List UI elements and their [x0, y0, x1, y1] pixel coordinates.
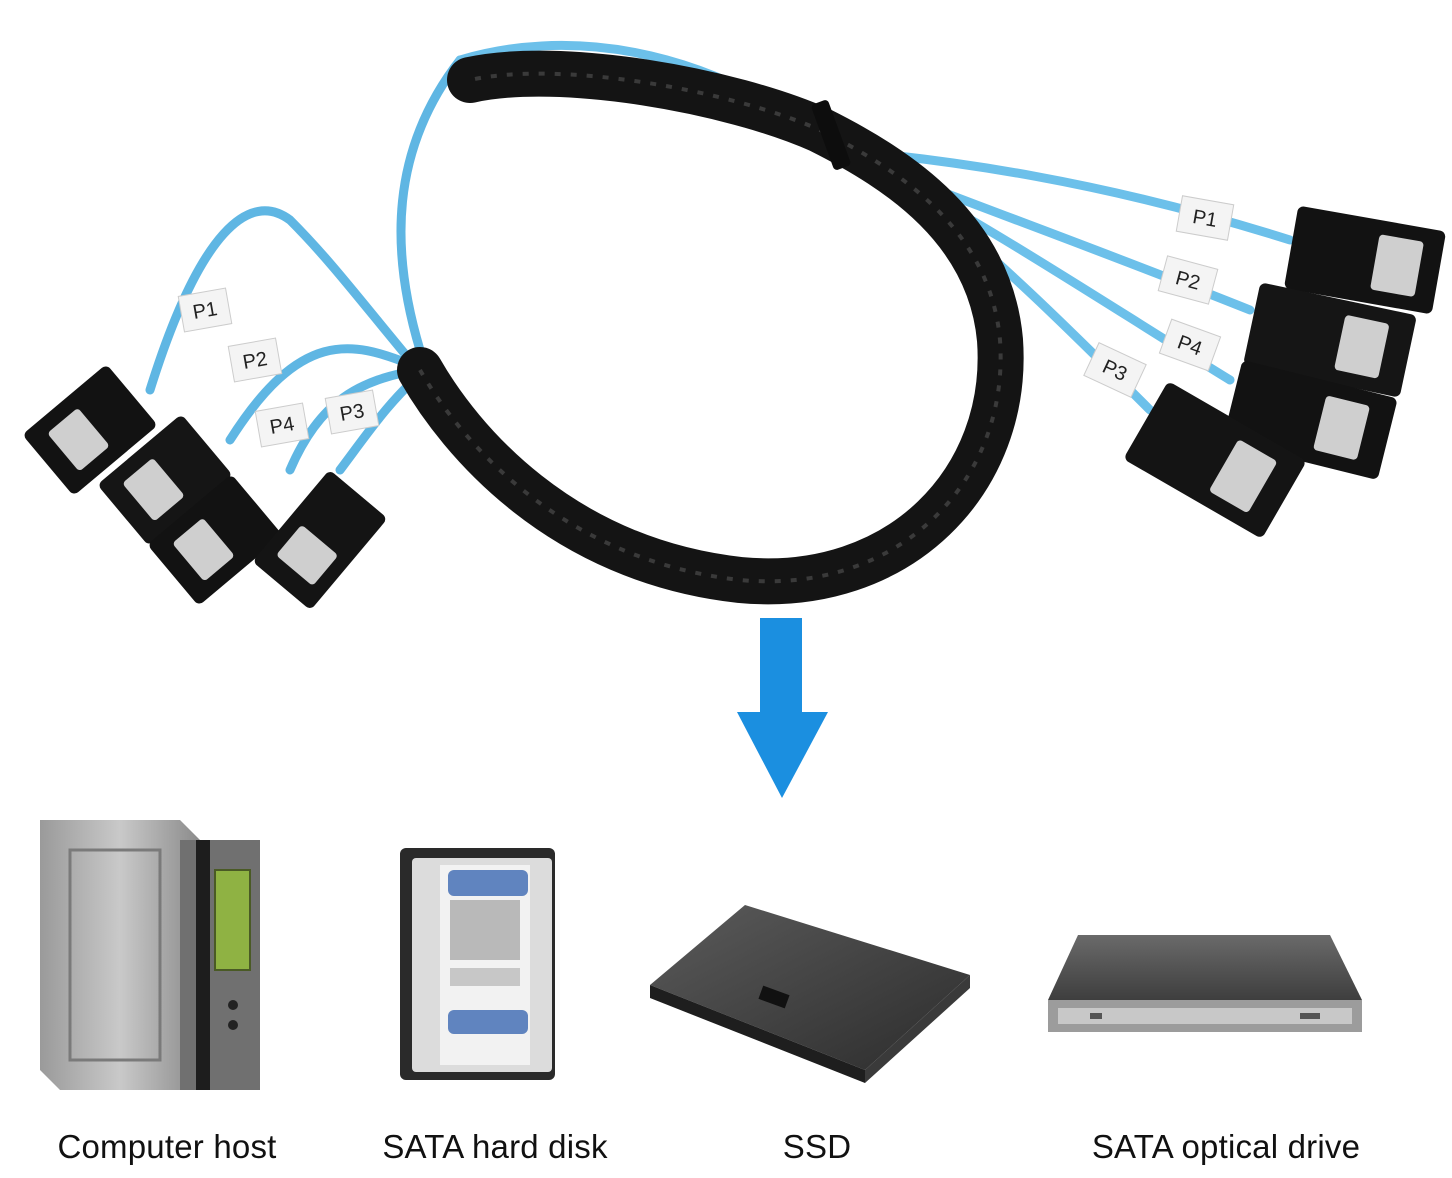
port-tag-left-1: P1: [191, 298, 219, 324]
port-tag-left-2: P2: [241, 348, 269, 374]
sata-cable: P1 P2 P4 P3 P1 P2: [24, 40, 1446, 608]
down-arrow-icon: [737, 618, 828, 798]
braided-sleeve: [397, 50, 1024, 605]
left-connectors: [24, 366, 386, 608]
device-label-computer-host: Computer host: [57, 1128, 277, 1165]
ssd-icon: [650, 905, 970, 1083]
port-tag-right-1: P1: [1191, 206, 1219, 232]
computer-host-icon: [40, 820, 260, 1090]
optical-drive-icon: [1048, 935, 1362, 1032]
port-tags-left: P1 P2 P4 P3: [177, 287, 380, 448]
port-tags-right: P1 P2 P4 P3: [1083, 195, 1235, 398]
device-label-hard-disk: SATA hard disk: [382, 1128, 608, 1165]
hard-disk-icon: [400, 848, 555, 1080]
right-connectors: [1125, 206, 1446, 537]
device-label-optical-drive: SATA optical drive: [1091, 1128, 1361, 1165]
cable-tie: [811, 100, 851, 170]
port-tag-left-3: P4: [268, 413, 296, 439]
blue-wires-left: [145, 55, 465, 475]
device-label-ssd: SSD: [782, 1128, 852, 1165]
port-tag-left-4: P3: [338, 400, 366, 426]
